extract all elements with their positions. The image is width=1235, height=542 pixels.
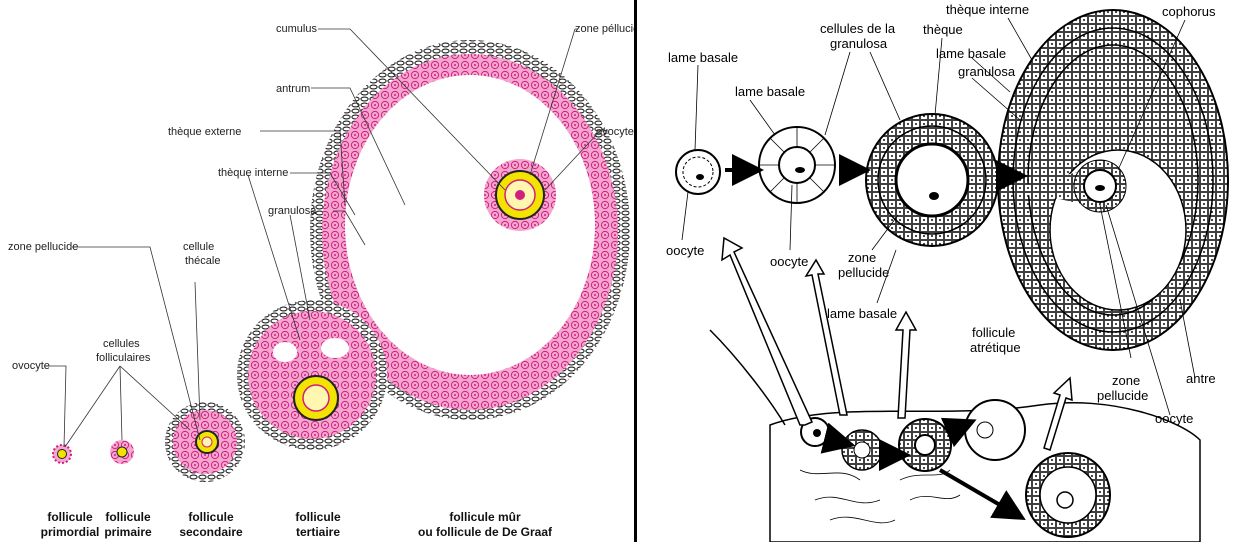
label-oocyte-1: oocyte bbox=[666, 243, 704, 258]
label-lame-basale-1: lame basale bbox=[668, 50, 738, 65]
label-cellules-folliculaires-2: folliculaires bbox=[96, 352, 151, 364]
caption-de-graaf-line1: follicule mûr bbox=[449, 510, 521, 524]
follicle-schema-line-drawing: lame basale lame basale cellules de la g… bbox=[640, 0, 1235, 542]
caption-tertiaire-line1: follicule bbox=[295, 510, 341, 524]
label-theque: thèque bbox=[923, 22, 963, 37]
captions: follicule primordial follicule primaire … bbox=[41, 510, 553, 539]
label-antre: antre bbox=[1186, 371, 1216, 386]
right-follicle-3 bbox=[866, 114, 998, 246]
label-lame-basale-3: lame basale bbox=[936, 46, 1006, 61]
label-antrum: antrum bbox=[276, 83, 310, 95]
label-cumulus: cumulus bbox=[276, 23, 317, 35]
caption-primordial-line1: follicule bbox=[47, 510, 93, 524]
label-zone-pellucide-mid-1: zone bbox=[848, 250, 876, 265]
label-lame-basale-bottom: lame basale bbox=[827, 306, 897, 321]
caption-primaire-line2: primaire bbox=[104, 525, 152, 539]
label-zone-pellucide-top: zone péllucide bbox=[575, 23, 637, 35]
label-lame-basale-2: lame basale bbox=[735, 84, 805, 99]
caption-tertiaire-line2: tertiaire bbox=[296, 525, 340, 539]
caption-de-graaf-line2: ou follicule de De Graaf bbox=[418, 525, 553, 539]
label-cophorus: cophorus bbox=[1162, 4, 1216, 19]
label-granulosa: granulosa bbox=[268, 205, 317, 217]
tertiary-follicle bbox=[237, 300, 387, 450]
label-follicule-atretique-1: follicule bbox=[972, 325, 1015, 340]
label-cellule-thecale-2: thécale bbox=[185, 255, 220, 267]
label-cellules-granulosa-1: cellules de la bbox=[820, 21, 896, 36]
label-oocyte-3: oocyte bbox=[1155, 411, 1193, 426]
right-follicle-2 bbox=[759, 127, 835, 203]
label-theque-interne: thèque interne bbox=[946, 2, 1029, 17]
label-oocyte-2: oocyte bbox=[770, 254, 808, 269]
caption-secondaire-line1: follicule bbox=[188, 510, 234, 524]
secondary-follicle bbox=[165, 402, 245, 482]
label-granulosa: granulosa bbox=[958, 64, 1016, 79]
primordial-follicle bbox=[53, 445, 71, 463]
label-cellules-folliculaires-1: cellules bbox=[103, 338, 140, 350]
follicle-development-illustration: cumulus zone péllucide antrum ovocyte th… bbox=[0, 0, 637, 542]
caption-primaire-line1: follicule bbox=[105, 510, 151, 524]
caption-secondaire-line2: secondaire bbox=[179, 525, 243, 539]
label-cellules-granulosa-2: granulosa bbox=[830, 36, 888, 51]
label-ovocyte-right: ovocyte bbox=[596, 126, 634, 138]
label-theque-externe: thèque externe bbox=[168, 126, 241, 138]
label-follicule-atretique-2: atrétique bbox=[970, 340, 1021, 355]
label-ovocyte-left: ovocyte bbox=[12, 360, 50, 372]
label-zone-pellucide-right-1: zone bbox=[1112, 373, 1140, 388]
label-zone-pellucide-right-2: pellucide bbox=[1097, 388, 1148, 403]
label-zone-pellucide-mid-2: pellucide bbox=[838, 265, 889, 280]
left-diagram-panel: cumulus zone péllucide antrum ovocyte th… bbox=[0, 0, 637, 542]
right-follicle-4 bbox=[998, 10, 1228, 350]
primary-follicle bbox=[110, 440, 134, 464]
label-theque-interne: thèque interne bbox=[218, 167, 288, 179]
caption-primordial-line2: primordial bbox=[41, 525, 100, 539]
label-zone-pellucide-left: zone pellucide bbox=[8, 241, 78, 253]
right-follicle-1 bbox=[676, 150, 720, 194]
right-diagram-panel: lame basale lame basale cellules de la g… bbox=[640, 0, 1235, 542]
label-cellule-thecale-1: cellule bbox=[183, 241, 214, 253]
